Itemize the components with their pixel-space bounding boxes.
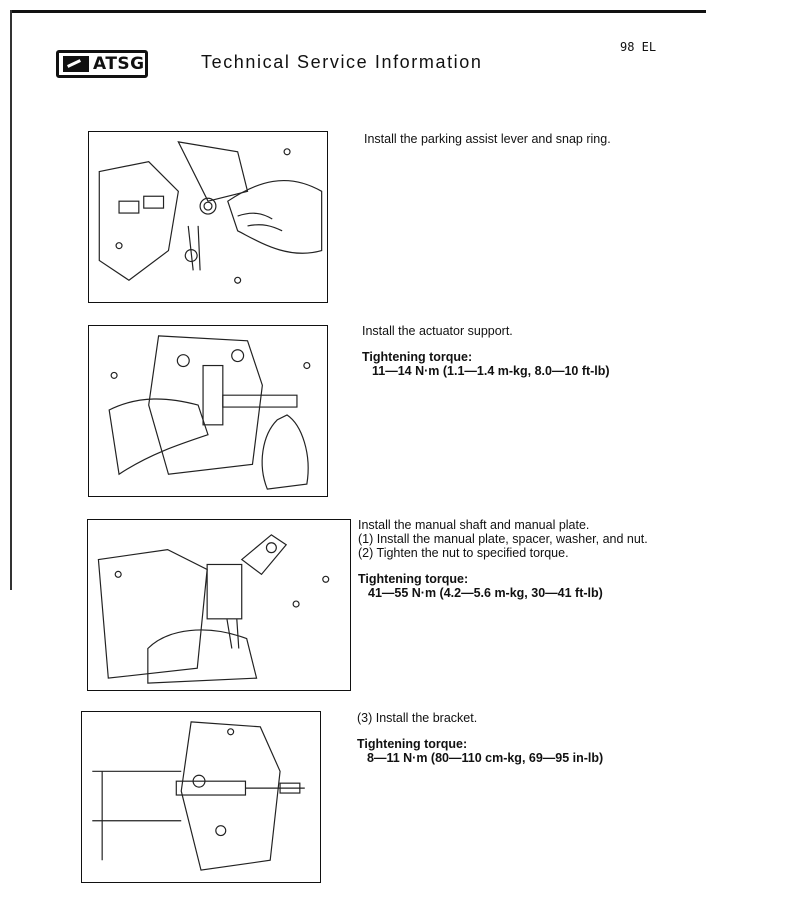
page-title: Technical Service Information <box>201 52 483 72</box>
margin-rule <box>10 10 12 590</box>
torque-value: 41—55 N·m (4.2—5.6 m-kg, 30—41 ft-lb) <box>368 586 603 600</box>
figure-actuator-support <box>88 325 328 497</box>
step-1: (1) Install the manual plate, spacer, wa… <box>358 532 648 546</box>
instruction-line: Install the manual shaft and manual plat… <box>358 518 590 532</box>
checkmark-icon <box>63 56 89 72</box>
section-2-text: Install the actuator support. Tightening… <box>362 324 662 378</box>
section-3-text: Install the manual shaft and manual plat… <box>358 518 648 600</box>
step-2: (2) Tighten the nut to specified torque. <box>358 546 569 560</box>
page-code: 98 EL <box>620 40 657 54</box>
atsg-logo: ATSG <box>56 50 148 78</box>
torque-label: Tightening torque: <box>357 737 468 751</box>
instruction-line: Install the parking assist lever and sna… <box>364 132 611 146</box>
header-rule <box>10 10 706 13</box>
instruction-line: Install the actuator support. <box>362 324 513 338</box>
figure-manual-shaft-plate <box>87 519 351 691</box>
figure-bracket <box>81 711 321 883</box>
torque-label: Tightening torque: <box>362 350 473 364</box>
instruction-line: (3) Install the bracket. <box>357 711 478 725</box>
section-4-text: (3) Install the bracket. Tightening torq… <box>357 711 657 765</box>
logo-text: ATSG <box>93 54 145 74</box>
figure-parking-assist-lever <box>88 131 328 303</box>
torque-value: 11—14 N·m (1.1—1.4 m-kg, 8.0—10 ft-lb) <box>372 364 610 378</box>
torque-label: Tightening torque: <box>358 572 469 586</box>
section-1-text: Install the parking assist lever and sna… <box>364 132 664 146</box>
torque-value: 8—11 N·m (80—110 cm-kg, 69—95 in-lb) <box>367 751 604 765</box>
